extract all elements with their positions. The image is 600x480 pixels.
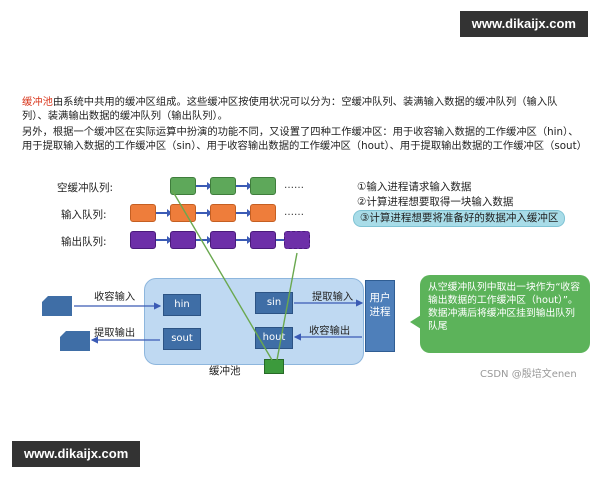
user-process-box: 用户进程 bbox=[365, 280, 395, 352]
collect-input-label: 收容输入 bbox=[94, 291, 136, 303]
collect-output-label: 收容输出 bbox=[309, 325, 351, 337]
input-buffer-block bbox=[130, 204, 156, 222]
explanation-callout: 从空缓冲队列中取出一块作为“收容输出数据的工作缓冲区（hout）”。数据冲满后将… bbox=[410, 275, 590, 353]
output-device-icon bbox=[60, 331, 90, 351]
intro-paragraph: 缓冲池由系统中共用的缓冲区组成。这些缓冲区按使用状况可以分为：空缓冲队列、装满输… bbox=[22, 95, 582, 123]
extract-input-label: 提取输入 bbox=[312, 291, 354, 303]
hout-green-block bbox=[264, 359, 284, 374]
intro-text: 由系统中共用的缓冲区组成。这些缓冲区按使用状况可以分为：空缓冲队列、装满输入数据… bbox=[22, 96, 558, 122]
empty-buffer-block bbox=[210, 177, 236, 195]
input-device-icon bbox=[42, 296, 72, 316]
pool-label: 缓冲池 bbox=[209, 365, 241, 377]
csdn-credit: CSDN @殷培文enen bbox=[480, 369, 577, 380]
output-buffer-block bbox=[170, 231, 196, 249]
queue-arrow bbox=[156, 236, 172, 244]
empty-queue-ellipsis: …… bbox=[284, 180, 304, 191]
step-2: ②计算进程想要取得一块输入数据 bbox=[357, 196, 514, 208]
input-buffer-block bbox=[250, 204, 276, 222]
empty-buffer-block bbox=[170, 177, 196, 195]
watermark-bottom: www.dikaijx.com bbox=[12, 441, 141, 467]
append-output-queue-line bbox=[276, 252, 298, 361]
queue-arrow bbox=[156, 209, 172, 217]
output-queue-label: 输出队列: bbox=[61, 236, 107, 248]
diagram-slide: 缓冲池由系统中共用的缓冲区组成。这些缓冲区按使用状况可以分为：空缓冲队列、装满输… bbox=[22, 95, 592, 385]
queue-arrow bbox=[196, 182, 212, 190]
queue-arrow bbox=[196, 209, 212, 217]
input-queue-ellipsis: …… bbox=[284, 207, 304, 218]
sout-buffer: sout bbox=[163, 328, 201, 350]
empty-queue-label: 空缓冲队列: bbox=[57, 182, 114, 194]
buffer-pool bbox=[144, 278, 364, 365]
input-queue-label: 输入队列: bbox=[61, 209, 107, 221]
flow-arrows bbox=[74, 189, 364, 361]
process-steps: ①输入进程请求输入数据 ②计算进程想要取得一块输入数据 ③计算进程想要将准备好的… bbox=[353, 180, 566, 227]
input-buffer-block bbox=[170, 204, 196, 222]
hin-buffer: hin bbox=[163, 294, 201, 316]
work-buffers-paragraph: 另外，根据一个缓冲区在实际运算中扮演的功能不同，又设置了四种工作缓冲区：用于收容… bbox=[22, 126, 587, 152]
input-buffer-block bbox=[210, 204, 236, 222]
watermark-top: www.dikaijx.com bbox=[459, 11, 588, 37]
pool-highlight: 缓冲池 bbox=[22, 96, 53, 108]
sin-buffer: sin bbox=[255, 292, 293, 314]
output-buffer-block bbox=[130, 231, 156, 249]
queue-arrow bbox=[236, 209, 252, 217]
take-empty-buffer-line bbox=[171, 189, 273, 361]
output-buffer-block bbox=[210, 231, 236, 249]
output-queue-tail-block bbox=[284, 231, 310, 249]
user-process-label: 用户进程 bbox=[369, 292, 391, 318]
extract-output-label: 提取输出 bbox=[94, 327, 136, 339]
hout-buffer: hout bbox=[255, 327, 293, 349]
empty-buffer-block bbox=[250, 177, 276, 195]
output-buffer-block bbox=[250, 231, 276, 249]
step-1: ①输入进程请求输入数据 bbox=[357, 181, 472, 193]
queue-arrow bbox=[236, 182, 252, 190]
step-3-current: ③计算进程想要将准备好的数据冲入缓冲区 bbox=[353, 210, 566, 227]
queue-arrow bbox=[236, 236, 252, 244]
